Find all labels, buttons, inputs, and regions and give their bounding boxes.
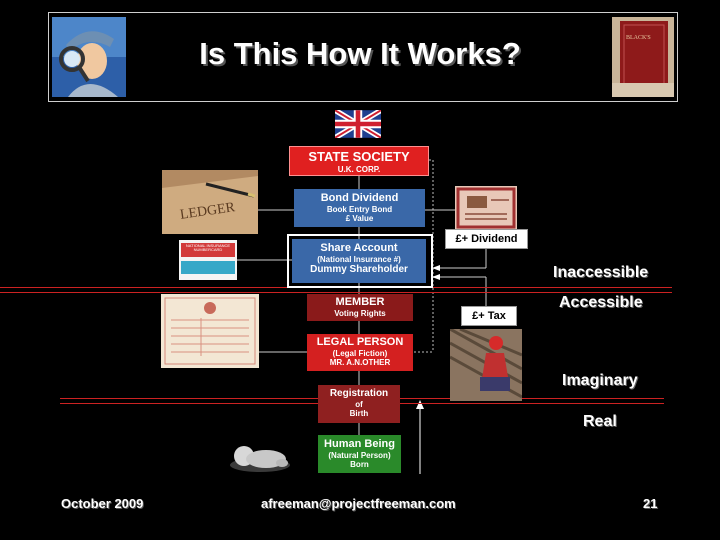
share-account-highlight-frame <box>287 234 433 288</box>
node-member: MEMBER Voting Rights <box>307 294 413 321</box>
share-account-sub2: Dummy Shareholder <box>310 263 408 275</box>
label-accessible: Accessible <box>559 294 643 311</box>
share-account-title: Share Account <box>320 242 398 254</box>
share-account-sub1: (National Insurance #) <box>317 254 401 264</box>
tax-label: £+ Tax <box>461 306 517 326</box>
registration-title: Registration <box>329 388 389 399</box>
member-subtitle: Voting Rights <box>334 308 386 318</box>
detective-image <box>52 17 126 97</box>
member-title: MEMBER <box>335 296 385 308</box>
national-insurance-card-image: NATIONAL INSURANCE NUMBERCARD <box>179 240 237 280</box>
title-frame <box>48 12 678 102</box>
label-real: Real <box>583 413 617 430</box>
baby-image <box>222 437 294 475</box>
birth-certificate-image <box>161 294 259 368</box>
state-society-subtitle: U.K. CORP. <box>337 164 381 174</box>
node-state-society: STATE SOCIETY U.K. CORP. <box>289 146 429 176</box>
divider-accessible-bottom <box>0 292 672 293</box>
node-share-account: Share Account (National Insurance #) Dum… <box>292 239 426 283</box>
ledger-image: LEDGER <box>162 170 258 234</box>
legal-person-sub2: MR. A.N.OTHER <box>329 357 391 367</box>
registration-sub2: Birth <box>349 408 369 418</box>
uk-flag-icon <box>333 107 383 141</box>
legal-person-title: LEGAL PERSON <box>316 336 404 348</box>
footer-page-number: 21 <box>643 496 658 511</box>
construction-worker-image <box>450 329 522 401</box>
bond-dividend-sub2: £ Value <box>345 213 374 223</box>
node-bond-dividend: Bond Dividend Book Entry Bond £ Value <box>294 189 425 227</box>
slide-title: Is This How It Works? <box>199 36 521 71</box>
bond-dividend-sub1: Book Entry Bond <box>326 204 393 214</box>
registration-sub1: of <box>355 399 363 409</box>
book-title-text: BLACK'S <box>626 35 651 41</box>
dividend-label: £+ Dividend <box>445 229 528 249</box>
human-being-sub2: Born <box>350 459 369 469</box>
footer-email: afreeman@projectfreeman.com <box>261 496 456 511</box>
human-being-title: Human Being <box>324 438 395 450</box>
node-legal-person: LEGAL PERSON (Legal Fiction) MR. A.N.OTH… <box>307 334 413 371</box>
legal-person-sub1: (Legal Fiction) <box>332 348 388 358</box>
bond-certificate-image <box>455 186 517 230</box>
state-society-title: STATE SOCIETY <box>308 149 410 164</box>
node-human-being: Human Being (Natural Person) Born <box>318 435 401 473</box>
node-registration: Registration of Birth <box>318 385 400 423</box>
label-imaginary: Imaginary <box>562 372 638 389</box>
footer-date: October 2009 <box>61 496 144 511</box>
ni-card-text: NATIONAL INSURANCE NUMBERCARD <box>185 243 231 252</box>
bond-dividend-title: Bond Dividend <box>320 192 399 204</box>
blacks-law-book-image: BLACK'S <box>612 17 674 97</box>
label-inaccessible: Inaccessible <box>553 264 649 281</box>
human-being-sub1: (Natural Person) <box>328 450 391 460</box>
